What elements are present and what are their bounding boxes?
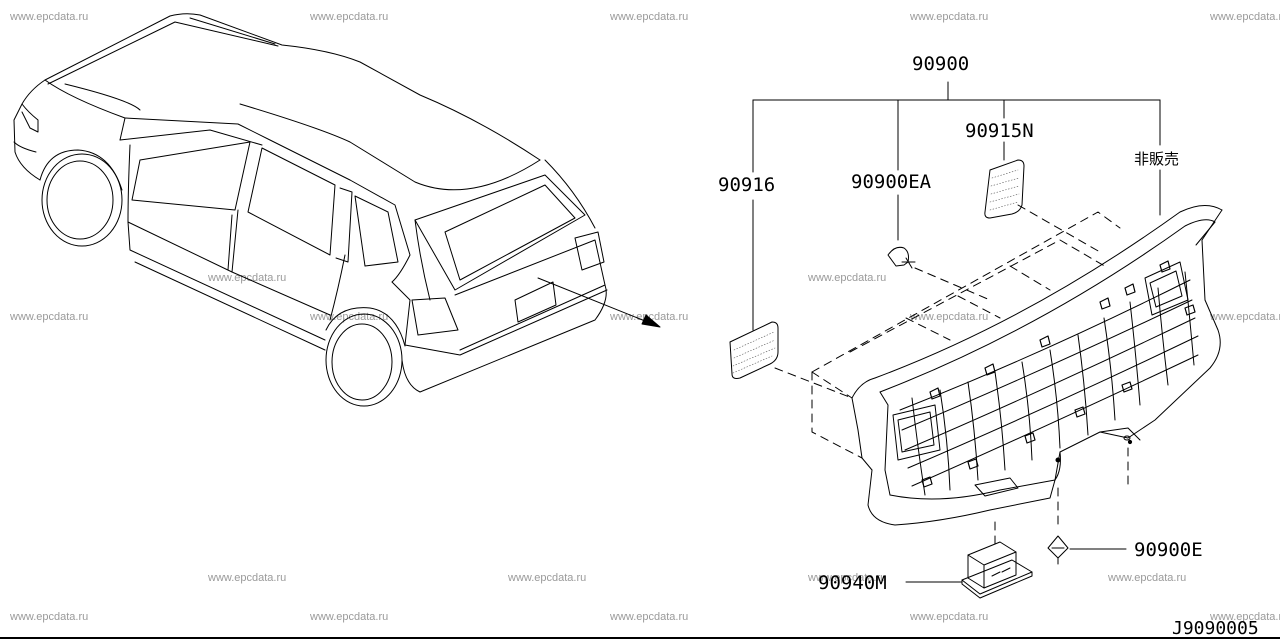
part-number-90900e: 90900E: [1134, 539, 1203, 561]
not-for-sale-label: 非販売: [1134, 150, 1180, 168]
watermark: www.epcdata.ru: [10, 11, 89, 23]
watermark: www.epcdata.ru: [910, 11, 989, 23]
clip-90900e: [1048, 536, 1068, 564]
watermark: www.epcdata.ru: [310, 11, 389, 23]
watermark: www.epcdata.ru: [808, 572, 887, 584]
watermark: www.epcdata.ru: [10, 311, 89, 323]
watermark: www.epcdata.ru: [808, 272, 887, 284]
part-number-90915n: 90915N: [965, 120, 1034, 142]
watermark: www.epcdata.ru: [208, 572, 287, 584]
part-number-90900ea: 90900EA: [851, 171, 932, 193]
watermark: www.epcdata.ru: [610, 11, 689, 23]
lamp-90940m: [962, 542, 1032, 598]
part-number-90940m: 90940M: [818, 572, 887, 594]
back-door-finisher: [852, 205, 1222, 525]
watermark: www.epcdata.ru: [1210, 311, 1280, 323]
watermark: www.epcdata.ru: [508, 572, 587, 584]
vehicle-illustration: [14, 14, 607, 406]
watermark: www.epcdata.ru: [1210, 611, 1280, 623]
watermark: www.epcdata.ru: [910, 611, 989, 623]
pad-90915n: [985, 160, 1024, 218]
watermark: www.epcdata.ru: [610, 611, 689, 623]
drawing-code: J9090005: [1172, 618, 1259, 639]
part-number-90900: 90900: [912, 53, 970, 75]
watermark: www.epcdata.ru: [1210, 11, 1280, 23]
pad-90916: [730, 322, 778, 379]
watermark: www.epcdata.ru: [310, 611, 389, 623]
watermark: www.epcdata.ru: [1108, 572, 1187, 584]
watermark: www.epcdata.ru: [610, 311, 689, 323]
pointer-arrow: [538, 278, 650, 323]
assembly-guides: [775, 205, 1128, 545]
watermark: www.epcdata.ru: [10, 611, 89, 623]
part-number-90916: 90916: [718, 174, 776, 196]
watermark: www.epcdata.ru: [910, 311, 989, 323]
watermark: www.epcdata.ru: [208, 272, 287, 284]
callout-tree: [753, 82, 1160, 330]
clip-90900ea: [888, 247, 915, 268]
arrow-head: [642, 315, 660, 327]
